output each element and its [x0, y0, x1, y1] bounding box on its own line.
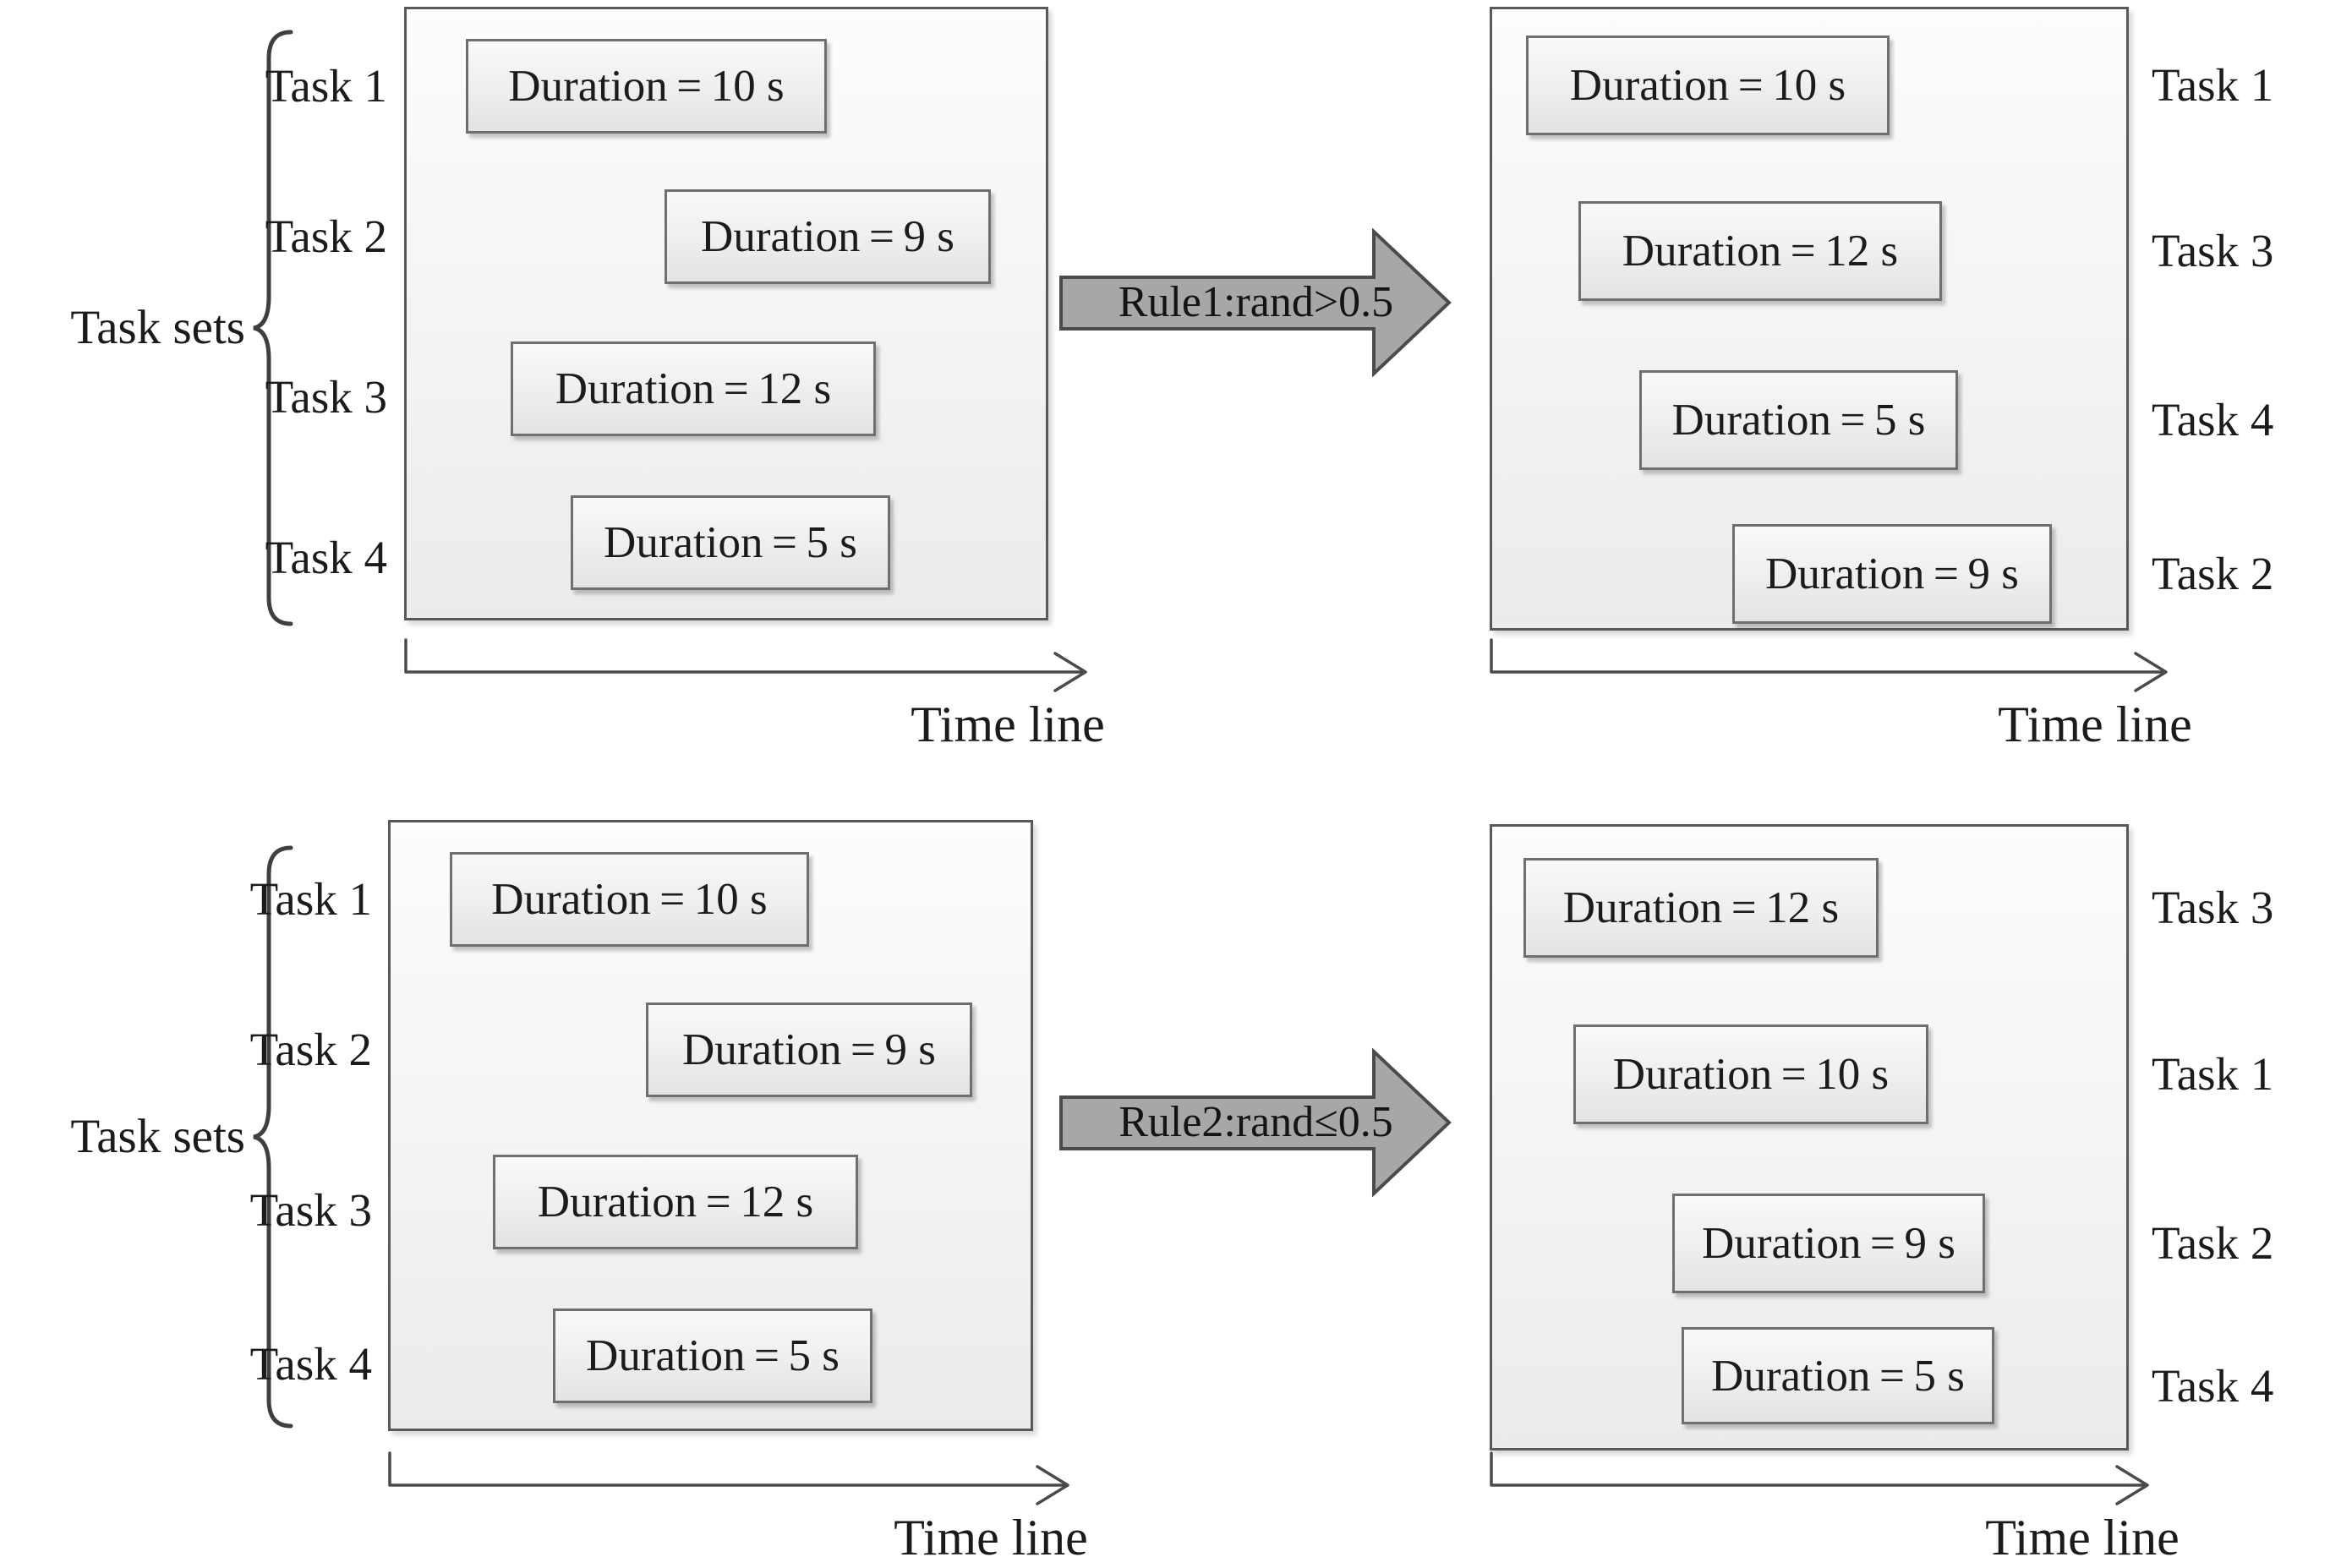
duration-box: Duration = 5 s: [553, 1308, 872, 1403]
task-label: Task 3: [2152, 225, 2274, 276]
task-label: Task 1: [265, 60, 387, 112]
task-label: Task 4: [265, 532, 387, 583]
task-label: Task 4: [249, 1338, 372, 1390]
task-label: Task 1: [249, 873, 372, 925]
task-label: Task 2: [265, 210, 387, 262]
curly-brace-icon: [253, 845, 293, 1429]
task-label: Task 3: [249, 1184, 372, 1236]
rule-arrow-label: Rule2:rand≤0.5: [1119, 1098, 1393, 1146]
task-sets-label: Task sets: [70, 1110, 245, 1163]
duration-box: Duration = 9 s: [1732, 524, 2052, 624]
task-label: Task 2: [249, 1024, 372, 1075]
task-label: Task 1: [2152, 59, 2274, 111]
duration-box: Duration = 9 s: [1672, 1194, 1985, 1293]
task-sets-label: Task sets: [70, 301, 245, 354]
timeline-label: Time line: [911, 697, 1105, 752]
duration-box: Duration = 10 s: [1573, 1024, 1928, 1124]
timeline-axis: [1490, 1451, 2149, 1505]
duration-box: Duration = 10 s: [1526, 36, 1890, 135]
duration-box: Duration = 9 s: [665, 189, 991, 284]
row-rule1: Task sets Task 1 Task 2 Task 3 Task 4 Du…: [70, 7, 2274, 752]
row-rule2: Task sets Task 1 Task 2 Task 3 Task 4 Du…: [0, 784, 2330, 1568]
duration-box: Duration = 5 s: [1682, 1327, 1994, 1424]
rule-arrow-icon: [1059, 228, 1452, 377]
duration-box: Duration = 12 s: [511, 341, 876, 436]
duration-box: Duration = 5 s: [1639, 370, 1958, 470]
rule-arrow-icon: [1059, 1048, 1452, 1197]
task-label: Task 2: [2152, 1217, 2274, 1269]
timeline-label: Time line: [1998, 697, 2192, 752]
rule-arrow-label: Rule1:rand>0.5: [1118, 278, 1394, 326]
timeline-axis: [388, 1451, 1069, 1505]
task-label: Task 3: [265, 371, 387, 423]
timeline-label: Time line: [894, 1510, 1088, 1565]
duration-box: Duration = 12 s: [1523, 858, 1879, 958]
duration-box: Duration = 5 s: [571, 495, 890, 590]
task-label: Task 4: [2152, 394, 2274, 445]
task-label: Task 1: [2152, 1048, 2274, 1100]
task-label: Task 4: [2152, 1360, 2274, 1412]
task-label: Task 2: [2152, 548, 2274, 599]
duration-box: Duration = 12 s: [1578, 201, 1942, 301]
timeline-label: Time line: [1985, 1510, 2180, 1565]
duration-box: Duration = 9 s: [646, 1003, 972, 1097]
duration-box: Duration = 12 s: [493, 1155, 858, 1249]
timeline-axis: [1490, 638, 2168, 692]
task-label: Task 3: [2152, 882, 2274, 933]
timeline-axis: [404, 638, 1087, 692]
duration-box: Duration = 10 s: [466, 39, 827, 134]
curly-brace-icon: [253, 30, 293, 626]
duration-box: Duration = 10 s: [450, 852, 809, 947]
